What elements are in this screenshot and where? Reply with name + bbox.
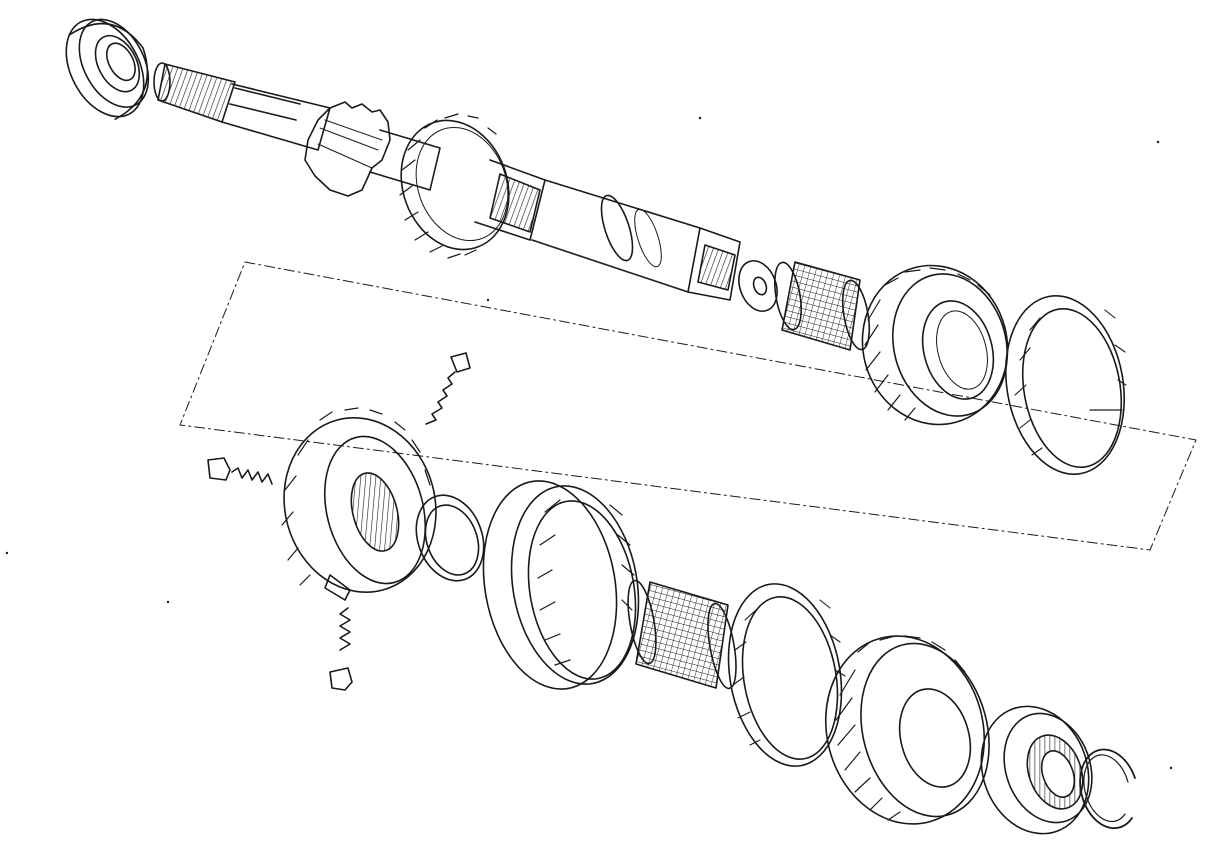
mainshaft: [154, 63, 784, 317]
detent-plug-bottom: [330, 668, 352, 690]
pilot-bearing: [51, 2, 168, 130]
detent-spring-left: [232, 468, 272, 484]
gear-teeth-2: [384, 105, 527, 265]
detent-spring-top: [426, 372, 455, 424]
synchronizer-hub: [265, 401, 455, 610]
tail-bearing: [964, 691, 1107, 849]
synchronizer-ring-upper: [992, 286, 1137, 483]
snap-ring-small: [405, 486, 495, 591]
sliding-sleeve: [468, 470, 654, 699]
needle-bearing-upper: [770, 260, 874, 351]
helical-gear-lower: [805, 618, 1008, 842]
gear-teeth-1: [305, 102, 390, 196]
helical-gear-upper: [845, 249, 1026, 441]
needle-bearing-lower: [623, 579, 741, 691]
detent-plug-left: [208, 458, 230, 480]
detent-plug-top: [451, 353, 470, 372]
print-specks: [6, 117, 1171, 768]
detent-spring-bottom: [340, 608, 350, 650]
synchronizer-ring-lower: [715, 575, 855, 775]
subassembly-boundary: [180, 262, 1196, 550]
snap-ring-tail: [1080, 750, 1135, 829]
